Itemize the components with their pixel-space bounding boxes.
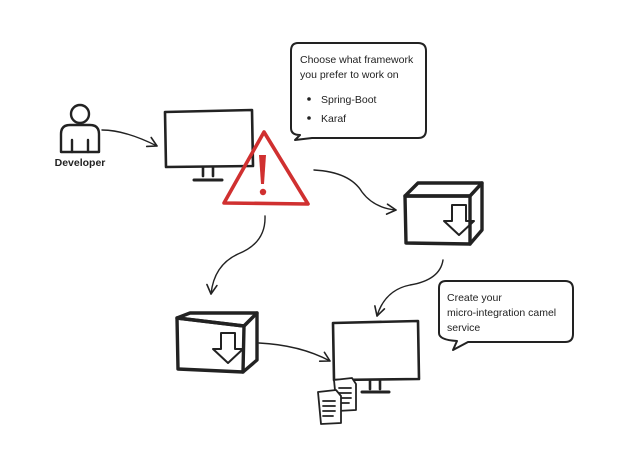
option-karaf: Karaf	[321, 113, 346, 125]
developer-actor: Developer	[55, 103, 106, 169]
developer-label: Developer	[55, 157, 106, 169]
download-box-right	[403, 181, 484, 246]
documents-icon	[317, 377, 357, 425]
callout-line3: service	[447, 322, 480, 334]
arrow-to-left-download	[206, 215, 266, 295]
download-box-left	[175, 311, 259, 374]
download-box-icon	[175, 311, 259, 374]
callout-line1: Create your	[447, 292, 502, 304]
callout-title-line2: you prefer to work on	[300, 69, 399, 81]
bullet-marker	[307, 97, 311, 101]
monitor-icon	[331, 319, 421, 394]
arrow-developer-to-monitor	[101, 129, 158, 148]
arrow-right-download-to-monitor	[374, 259, 444, 317]
bullet-marker	[307, 116, 311, 120]
monitor-icon	[163, 108, 255, 182]
warning-icon	[222, 130, 310, 206]
option-spring-boot: Spring-Boot	[321, 94, 377, 106]
framework-callout: Choose what framework you prefer to work…	[290, 42, 427, 141]
callout-title-line1: Choose what framework	[300, 54, 414, 66]
download-box-icon	[403, 181, 484, 246]
arrow-left-download-to-monitor	[258, 342, 331, 362]
callout-line2: micro-integration camel	[447, 307, 556, 319]
camel-service-callout: Create your micro-integration camel serv…	[438, 280, 574, 351]
arrow-to-right-download	[313, 169, 397, 215]
user-icon	[59, 103, 101, 154]
